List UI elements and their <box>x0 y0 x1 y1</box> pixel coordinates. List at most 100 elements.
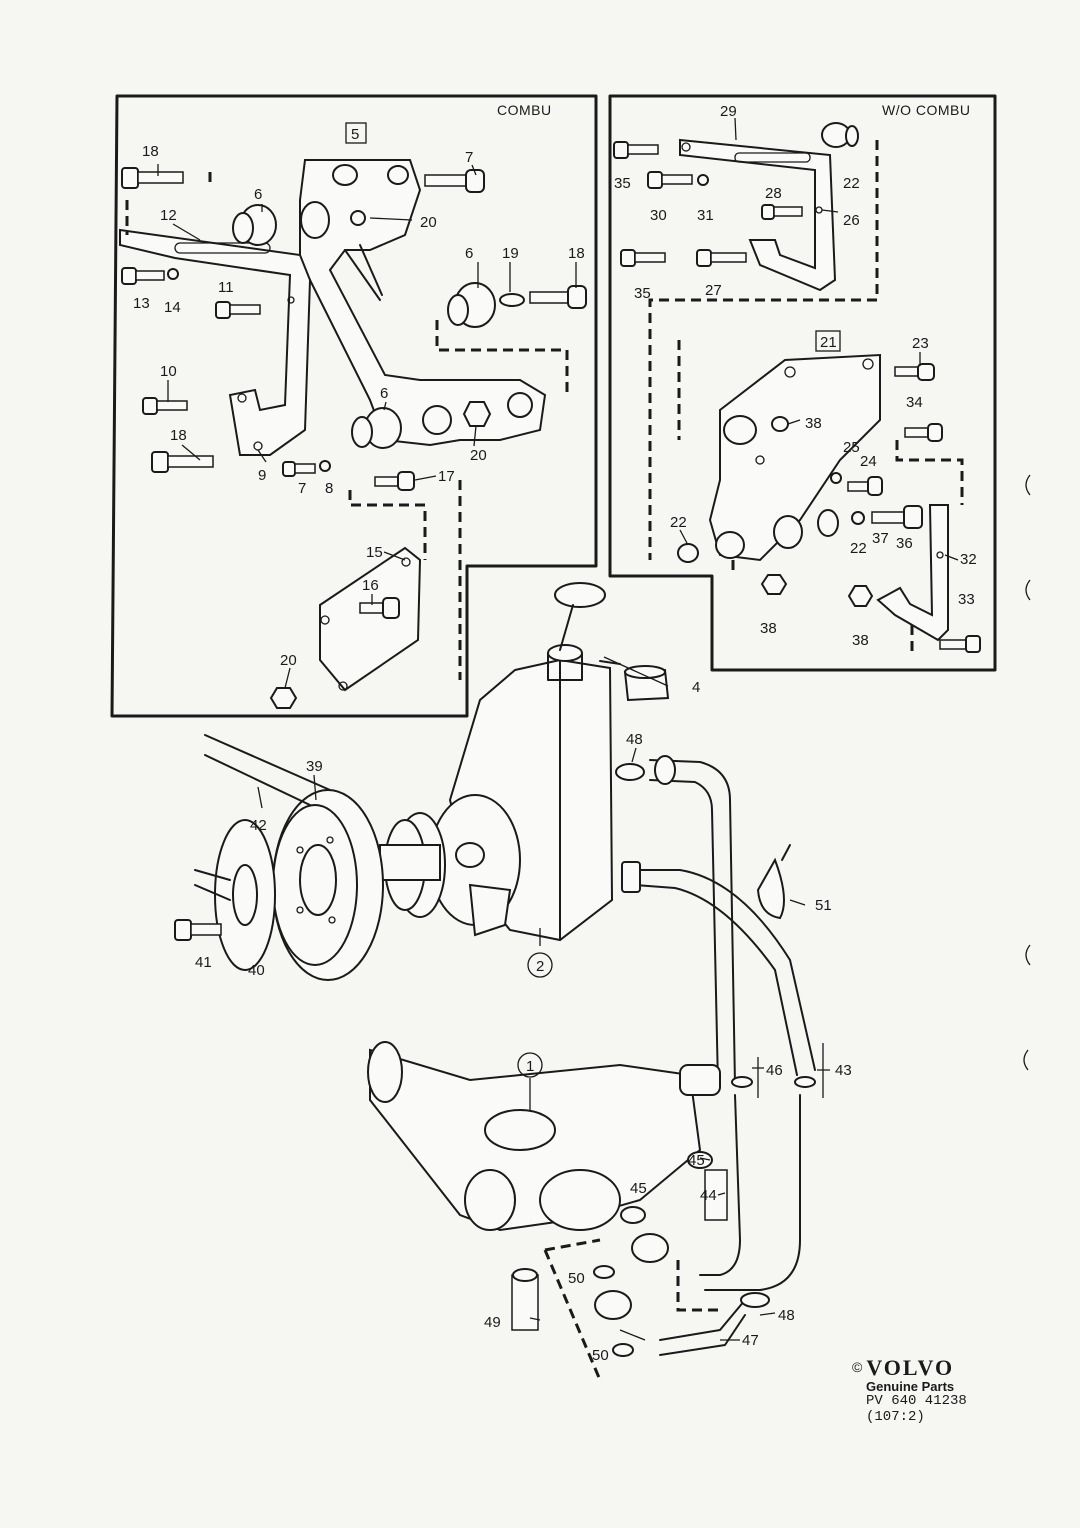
callout: 22 <box>843 175 860 192</box>
callout: 15 <box>366 544 383 561</box>
part-number: PV 640 41238 <box>866 1393 967 1410</box>
callout: 4 <box>692 679 700 696</box>
wo-combu-dashed-guides <box>648 140 964 655</box>
callout: 26 <box>843 212 860 229</box>
callout: 6 <box>465 245 473 262</box>
bolts-wo-combu <box>613 122 981 653</box>
wo-combu-label: W/O COMBU <box>882 102 971 118</box>
callout: 20 <box>280 652 297 669</box>
hoses <box>621 755 816 1356</box>
hose-clamps <box>615 763 770 1308</box>
callout: 7 <box>298 480 306 497</box>
callout: 8 <box>325 480 333 497</box>
callout: 43 <box>835 1062 852 1079</box>
callout: 35 <box>614 175 631 192</box>
callout: 29 <box>720 103 737 120</box>
combu-lower-bracket <box>319 546 422 692</box>
callout: 39 <box>306 758 323 775</box>
callout: 40 <box>248 962 265 979</box>
callout: 18 <box>568 245 585 262</box>
margin-marks <box>1023 474 1031 1071</box>
copyright-mark: © <box>852 1359 863 1375</box>
callout: 44 <box>700 1187 717 1204</box>
callout: 35 <box>634 285 651 302</box>
pulley <box>272 789 384 981</box>
callout: 47 <box>742 1332 759 1349</box>
callout: 27 <box>705 282 722 299</box>
callout: 28 <box>765 185 782 202</box>
callout: 32 <box>960 551 977 568</box>
callout: 38 <box>760 620 777 637</box>
volvo-wordmark: VOLVO <box>866 1355 955 1380</box>
callout: 13 <box>133 295 150 312</box>
gear-dashed-guides <box>543 1238 720 1381</box>
steering-gear <box>367 1041 728 1357</box>
callout: 38 <box>852 632 869 649</box>
drive-belt <box>174 734 331 941</box>
hub-flange <box>214 819 276 971</box>
wo-combu-mount-plate <box>708 353 881 562</box>
callout: 50 <box>568 1270 585 1287</box>
callout: 37 <box>872 530 889 547</box>
callout: 46 <box>766 1062 783 1079</box>
circled-callout-2: 2 <box>527 952 553 978</box>
combu-bracket-assembly <box>299 159 547 447</box>
callout: 23 <box>912 335 929 352</box>
callout: 18 <box>142 143 159 160</box>
svg-text:21: 21 <box>820 334 837 351</box>
callout: 9 <box>258 467 266 484</box>
callout: 20 <box>420 214 437 231</box>
svg-text:1: 1 <box>526 1058 534 1075</box>
callout: 20 <box>470 447 487 464</box>
callout: 22 <box>850 540 867 557</box>
combu-label: COMBU <box>497 102 552 118</box>
boxed-callout-5: 5 <box>345 122 367 144</box>
svg-text:5: 5 <box>351 126 359 143</box>
callout: 6 <box>254 186 262 203</box>
callout: 24 <box>860 453 877 470</box>
callout: 25 <box>843 439 860 456</box>
callout: 11 <box>218 279 234 296</box>
callout: 45 <box>630 1180 647 1197</box>
callout: 48 <box>778 1307 795 1324</box>
callout: 51 <box>815 897 832 914</box>
callout: 12 <box>160 207 177 224</box>
wo-combu-lower-strap <box>876 504 949 642</box>
bushings <box>232 204 525 449</box>
volvo-genuine-parts-block: ©VOLVO Genuine Parts PV 640 41238 (107:2… <box>852 1355 1012 1425</box>
callout: 31 <box>697 207 714 224</box>
callout: 10 <box>160 363 177 380</box>
page-reference: (107:2) <box>866 1408 925 1425</box>
callout: 33 <box>958 591 975 608</box>
pump-body <box>379 794 521 937</box>
callout: 45 <box>688 1152 705 1169</box>
wo-combu-upper-strap <box>679 138 837 292</box>
callout: 7 <box>465 149 473 166</box>
callout: 6 <box>380 385 388 402</box>
callout: 19 <box>502 245 519 262</box>
callout: 14 <box>164 299 181 316</box>
combu-panel-frame <box>110 94 598 718</box>
combu-front-brace <box>119 228 312 456</box>
part-number-labels: 18 7 6 20 12 13 14 11 6 19 18 10 18 9 6 … <box>133 103 977 1364</box>
callout: 30 <box>650 207 667 224</box>
callout: 50 <box>592 1347 609 1364</box>
callout: 48 <box>626 731 643 748</box>
leader-lines <box>157 117 959 1341</box>
svg-text:2: 2 <box>536 958 544 975</box>
callout: 42 <box>250 817 267 834</box>
callout: 34 <box>906 394 923 411</box>
volvo-logo: ©VOLVO <box>852 1355 1012 1380</box>
wo-combu-panel-frame <box>608 94 997 672</box>
callout: 38 <box>805 415 822 432</box>
genuine-parts-label: Genuine Parts <box>866 1379 955 1395</box>
boxed-callout-21: 21 <box>815 330 841 352</box>
callout: 41 <box>195 954 212 971</box>
callout: 16 <box>362 577 379 594</box>
callout: 18 <box>170 427 187 444</box>
callout: 36 <box>896 535 913 552</box>
circled-callout-1: 1 <box>517 1052 543 1078</box>
combu-dashed-guides <box>125 172 569 680</box>
bolts-combu <box>121 167 587 709</box>
